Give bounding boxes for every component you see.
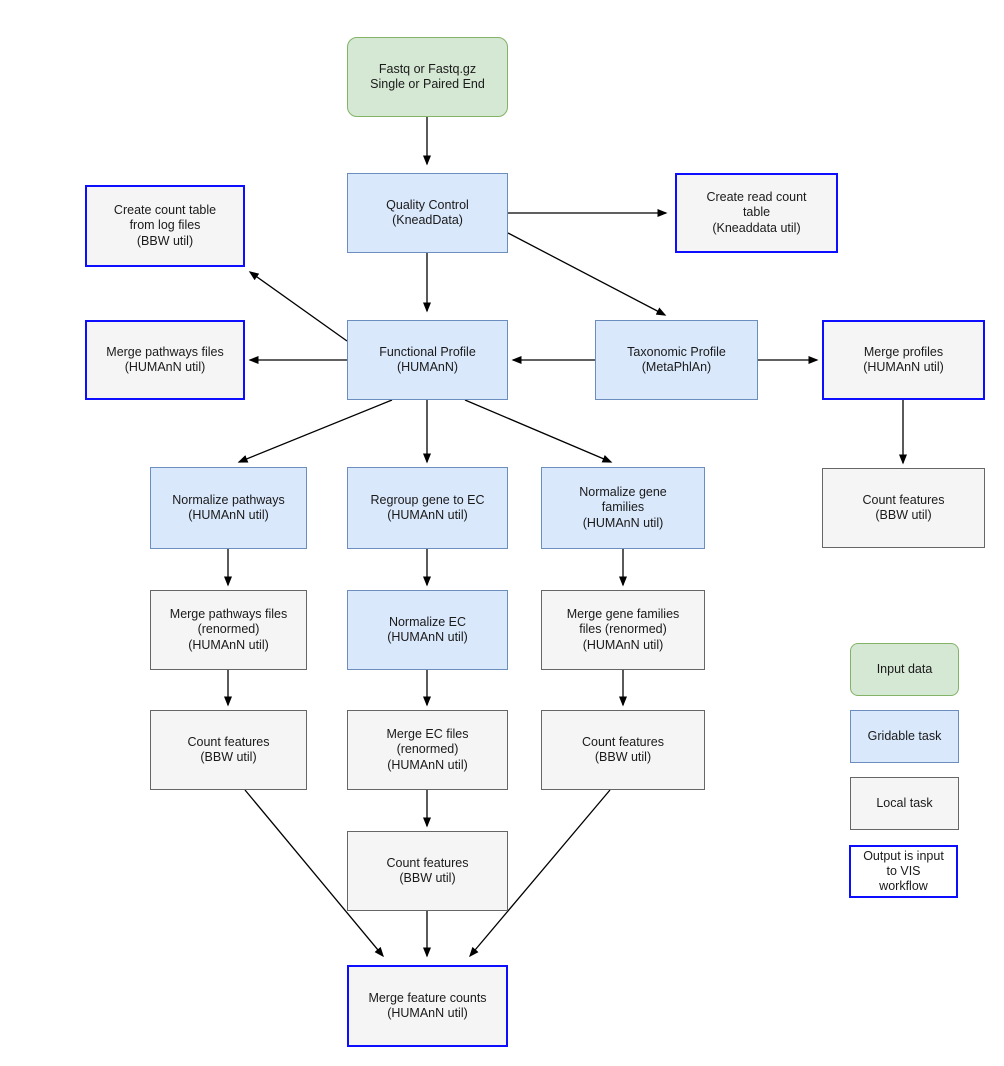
node-taxonomic-profile: Taxonomic Profile (MetaPhlAn) [595, 320, 758, 400]
arrow-functional-to-normalize-gene-families [464, 399, 613, 463]
arrow-count-left-to-merge-feature-counts [244, 789, 384, 958]
node-input-fastq: Fastq or Fastq.gz Single or Paired End [347, 37, 508, 117]
node-count-features-gene-families: Count features (BBW util) [541, 710, 705, 790]
arrow-qc-to-taxonomic [507, 232, 667, 316]
node-create-read-count-table: Create read count table (Kneaddata util) [675, 173, 838, 253]
node-normalize-pathways: Normalize pathways (HUMAnN util) [150, 467, 307, 549]
legend-local-task: Local task [850, 777, 959, 830]
legend-input-data: Input data [850, 643, 959, 696]
legend-gridable-task: Gridable task [850, 710, 959, 763]
node-count-features-ec: Count features (BBW util) [347, 831, 508, 911]
node-merge-ec-files: Merge EC files (renormed) (HUMAnN util) [347, 710, 508, 790]
arrow-functional-to-create-count-log [248, 271, 348, 342]
arrow-functional-to-normalize-pathways [237, 399, 393, 463]
arrow-count-right-to-merge-feature-counts [469, 789, 611, 958]
node-create-count-table-from-logs: Create count table from log files (BBW u… [85, 185, 245, 267]
node-count-features-profiles: Count features (BBW util) [822, 468, 985, 548]
node-normalize-gene-families: Normalize gene families (HUMAnN util) [541, 467, 705, 549]
legend-output-vis-workflow: Output is input to VIS workflow [849, 845, 958, 898]
node-merge-gene-families-renormed: Merge gene families files (renormed) (HU… [541, 590, 705, 670]
node-quality-control: Quality Control (KneadData) [347, 173, 508, 253]
node-merge-pathways-files: Merge pathways files (HUMAnN util) [85, 320, 245, 400]
node-regroup-gene-to-ec: Regroup gene to EC (HUMAnN util) [347, 467, 508, 549]
node-count-features-pathways: Count features (BBW util) [150, 710, 307, 790]
node-merge-feature-counts: Merge feature counts (HUMAnN util) [347, 965, 508, 1047]
node-normalize-ec: Normalize EC (HUMAnN util) [347, 590, 508, 670]
node-merge-pathways-renormed: Merge pathways files (renormed) (HUMAnN … [150, 590, 307, 670]
node-merge-profiles: Merge profiles (HUMAnN util) [822, 320, 985, 400]
node-functional-profile: Functional Profile (HUMAnN) [347, 320, 508, 400]
